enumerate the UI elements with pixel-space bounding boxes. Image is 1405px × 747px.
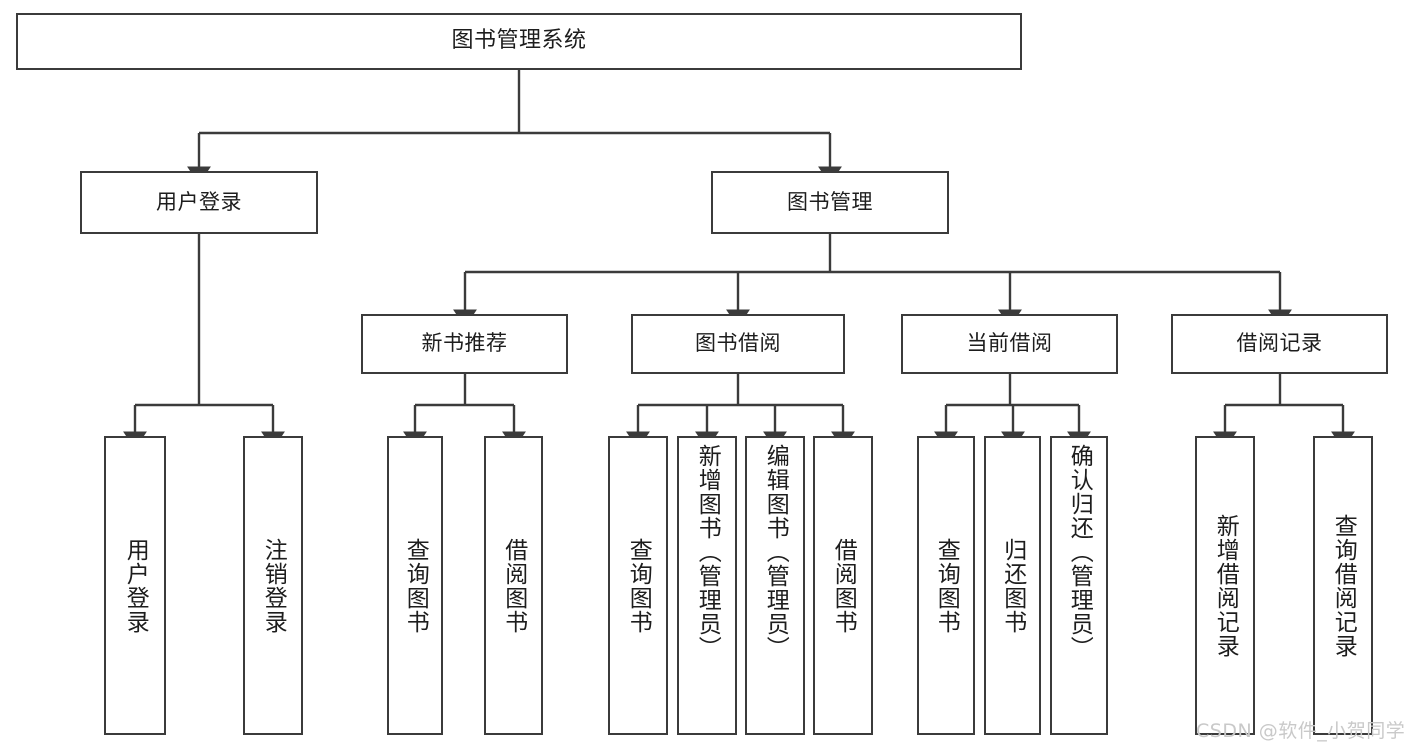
node-label-leaf-logout: 注销登录 [260,537,287,634]
node-root[interactable]: 图书管理系统 [16,13,1022,70]
node-book-manage[interactable]: 图书管理 [711,171,949,234]
node-label-leaf-add-rec: 新增借阅记录 [1212,513,1239,658]
node-label-leaf-borrow-2: 借阅图书 [830,537,857,634]
node-label-current-borrow: 当前借阅 [966,331,1053,356]
node-leaf-borrow-2[interactable]: 借阅图书 [813,436,873,735]
node-label-leaf-user-login: 用户登录 [122,537,149,634]
node-book-borrow[interactable]: 图书借阅 [631,314,845,374]
node-current-borrow[interactable]: 当前借阅 [901,314,1118,374]
node-leaf-return[interactable]: 归还图书 [984,436,1041,735]
node-label-leaf-return: 归还图书 [999,537,1026,634]
node-label-leaf-query-3: 查询图书 [933,537,960,634]
node-leaf-edit-book[interactable]: 编辑图书（管理员） [745,436,805,735]
node-borrow-record[interactable]: 借阅记录 [1171,314,1388,374]
node-label-leaf-query-2: 查询图书 [625,537,652,634]
node-label-leaf-query-rec: 查询借阅记录 [1330,513,1357,658]
node-label-user-login: 用户登录 [156,189,242,214]
node-label-leaf-confirm: 确认归还（管理员） [1066,444,1093,660]
node-leaf-query-rec[interactable]: 查询借阅记录 [1313,436,1373,735]
node-leaf-add-rec[interactable]: 新增借阅记录 [1195,436,1255,735]
node-label-book-borrow: 图书借阅 [695,331,781,356]
node-leaf-add-book[interactable]: 新增图书（管理员） [677,436,737,735]
node-leaf-query-1[interactable]: 查询图书 [387,436,443,735]
node-label-new-book-rec: 新书推荐 [421,331,508,356]
node-label-leaf-add-book: 新增图书（管理员） [694,444,721,660]
node-leaf-logout[interactable]: 注销登录 [243,436,303,735]
node-label-leaf-edit-book: 编辑图书（管理员） [762,444,789,660]
csdn-watermark: CSDN @软件_小贺同学 [1196,720,1405,742]
node-label-root: 图书管理系统 [451,28,587,54]
connector-lines [123,70,1355,450]
node-user-login[interactable]: 用户登录 [80,171,318,234]
node-label-leaf-query-1: 查询图书 [402,537,429,634]
node-leaf-query-2[interactable]: 查询图书 [608,436,668,735]
node-leaf-query-3[interactable]: 查询图书 [917,436,975,735]
node-leaf-confirm[interactable]: 确认归还（管理员） [1050,436,1108,735]
node-label-book-manage: 图书管理 [787,189,873,214]
node-leaf-borrow-1[interactable]: 借阅图书 [484,436,543,735]
node-label-leaf-borrow-1: 借阅图书 [500,537,527,634]
node-leaf-user-login[interactable]: 用户登录 [104,436,166,735]
node-label-borrow-record: 借阅记录 [1236,331,1323,356]
node-new-book-rec[interactable]: 新书推荐 [361,314,568,374]
